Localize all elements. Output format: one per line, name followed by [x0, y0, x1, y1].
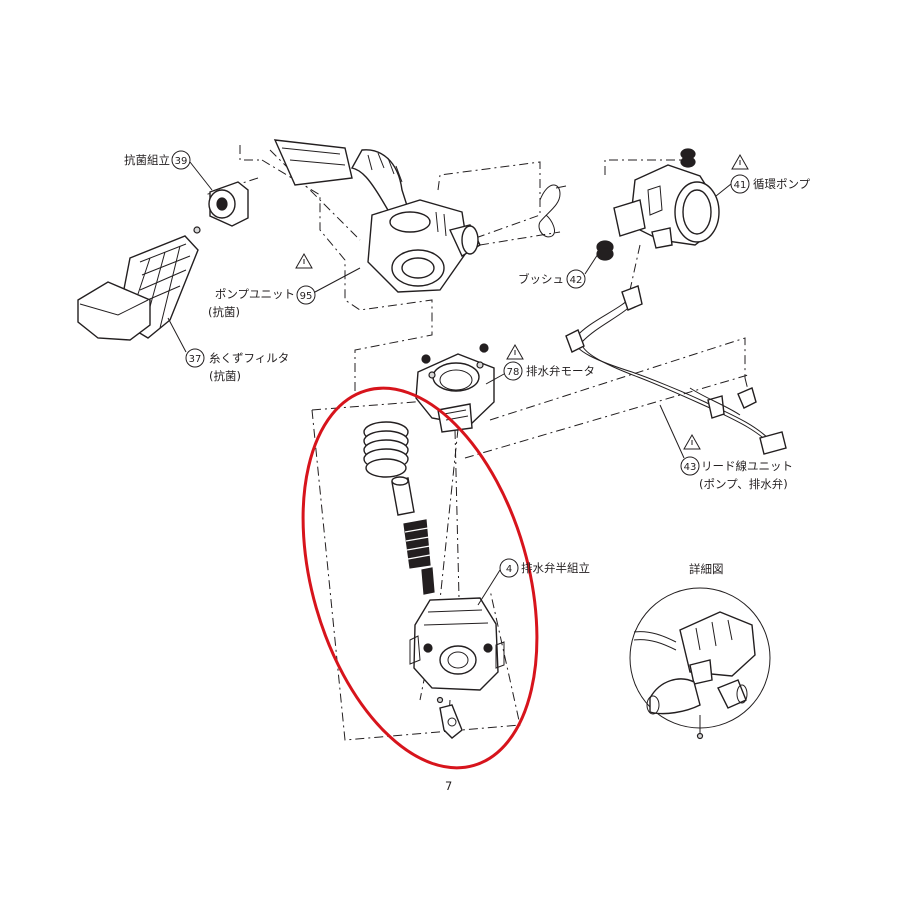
- bush-part: [596, 240, 614, 261]
- lint-filter-part: [77, 235, 199, 341]
- circulation-pump-part: [613, 148, 720, 249]
- label-lint-filter: 糸くずフィルタ: [209, 351, 289, 365]
- label-lead-wire-unit-sub: (ポンプ、排水弁): [699, 477, 788, 491]
- label-circulation-pump: 循環ポンプ: [753, 177, 811, 191]
- label-bush: ブッシュ: [518, 272, 564, 286]
- label-detail-view: 詳細図: [689, 562, 724, 576]
- callout-41: 41: [730, 174, 750, 194]
- callout-95: 95: [296, 285, 316, 305]
- warning-icons: [295, 153, 749, 450]
- warning-icon: [683, 433, 701, 450]
- warning-icon: [506, 343, 524, 360]
- detail-view: [629, 587, 771, 740]
- callout-39: 39: [171, 150, 191, 170]
- label-pump-unit-sub: (抗菌): [208, 305, 240, 319]
- callout-78: 78: [503, 361, 523, 381]
- warning-icon: [731, 153, 749, 170]
- svg-text:37: 37: [189, 354, 202, 365]
- label-drain-valve-half-assembly: 排水弁半組立: [521, 561, 590, 575]
- svg-text:95: 95: [300, 291, 313, 302]
- drain-valve-motor-part: [415, 343, 495, 433]
- callout-43: 43: [680, 456, 700, 476]
- svg-text:42: 42: [570, 275, 583, 286]
- label-pump-unit: ポンプユニット: [215, 287, 295, 301]
- antibac-assembly-part: [193, 181, 249, 234]
- label-drain-valve-motor: 排水弁モータ: [526, 364, 595, 378]
- warning-icon: [295, 252, 313, 269]
- callout-4: 4: [499, 558, 519, 578]
- highlight-ellipse: [301, 386, 539, 770]
- leader-lines: [167, 161, 732, 606]
- label-lint-filter-sub: (抗菌): [209, 369, 241, 383]
- callout-42: 42: [566, 269, 586, 289]
- pump-unit-part: [273, 139, 481, 293]
- svg-text:78: 78: [507, 367, 520, 378]
- callout-37: 37: [185, 348, 205, 368]
- svg-text:43: 43: [684, 462, 697, 473]
- svg-text:41: 41: [734, 180, 747, 191]
- label-lead-wire-unit: リード線ユニット: [701, 459, 793, 473]
- lead-wire-unit-part: [565, 285, 787, 455]
- spring-clip-part: [538, 184, 567, 238]
- svg-text:4: 4: [506, 564, 512, 575]
- svg-text:39: 39: [175, 156, 188, 167]
- drain-valve-half-assembly-parts: [363, 421, 505, 739]
- label-antibac-assembly: 抗菌組立: [124, 153, 170, 167]
- page-mark: 7: [445, 779, 452, 793]
- assembly-guide-lines: [204, 145, 751, 741]
